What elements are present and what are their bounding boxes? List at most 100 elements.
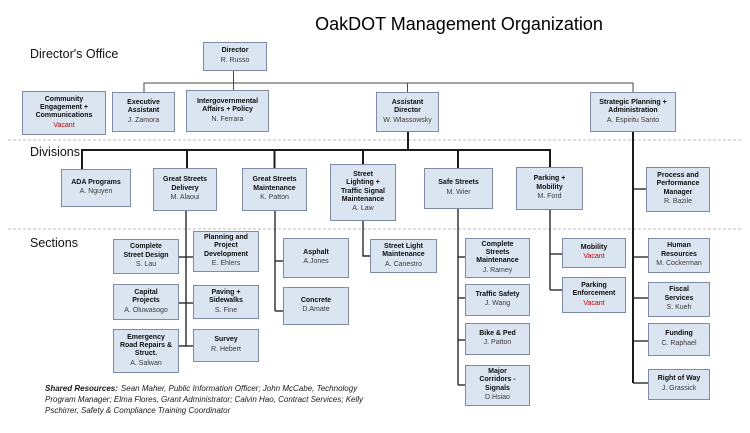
box-person: C. Raphael — [661, 339, 697, 347]
org-box-fiscal-services: Fiscal Services S. Kueh — [648, 282, 710, 317]
org-box-concrete: Concrete D.Amate — [283, 287, 349, 325]
box-person: A. Espiritu Santo — [606, 116, 660, 124]
org-box-complete-streets-maintenance: Complete Streets Maintenance J. Ramey — [465, 238, 530, 278]
box-person: W. Wlassowsky — [383, 116, 432, 124]
org-box-major-corridors-signals: Major Corridors - Signals D.Hsiao — [465, 365, 530, 406]
box-person: M. Cockerman — [656, 260, 702, 268]
box-person: R. Russo — [220, 56, 250, 64]
box-title: Complete Street Design — [123, 243, 169, 259]
org-box-parking-mobility: Parking + Mobility M. Ford — [516, 167, 583, 210]
box-person-vacant: Vacant — [583, 299, 605, 307]
box-title: Director — [221, 47, 249, 55]
shared-resources-text: Sean Maher, Public Information Officer; … — [45, 384, 364, 415]
box-person: J. Ramey — [482, 266, 513, 274]
org-box-paving-sidewalks: Paving + Sidewalks S. Fine — [193, 285, 259, 319]
shared-resources-note: Shared Resources:Sean Maher, Public Info… — [45, 384, 365, 416]
org-box-intergovernmental-affairs: Intergovernmental Affairs + Policy N. Fe… — [186, 90, 269, 132]
box-person: S. Lau — [135, 261, 157, 269]
box-person: M. Ford — [537, 193, 562, 201]
shared-resources-label: Shared Resources: — [45, 384, 118, 393]
box-title: Great Streets Delivery — [163, 176, 207, 192]
box-title: Executive Assistant — [127, 98, 160, 115]
director-office-connectors — [143, 71, 634, 92]
page-title: OakDOT Management Organization — [315, 14, 603, 34]
box-person: S. Kueh — [666, 304, 692, 312]
org-box-executive-assistant: Executive Assistant J. Zamora — [112, 92, 175, 132]
org-box-right-of-way: Right of Way J. Grassick — [648, 369, 710, 400]
org-box-ada-programs: ADA Programs A. Nguyen — [61, 169, 131, 207]
org-box-capital-projects: Capital Projects A. Oluwasogo — [113, 284, 179, 320]
box-title: Planning and Project Development — [204, 234, 248, 258]
box-title: Strategic Planning + Administration — [599, 98, 667, 115]
box-person: E. Ehlers — [211, 260, 241, 268]
box-title: ADA Programs — [71, 178, 121, 186]
org-box-assistant-director: Assistant Director W. Wlassowsky — [376, 92, 439, 132]
org-box-asphalt: Asphalt A.Jones — [283, 238, 349, 278]
box-person: N. Ferrara — [211, 115, 244, 123]
box-person: J. Grassick — [661, 384, 697, 392]
box-person: S. Fine — [214, 306, 238, 314]
box-person: R. Bazile — [663, 198, 692, 206]
org-box-survey: Survey R. Hebert — [193, 329, 259, 362]
box-title: Major Corridors - Signals — [479, 368, 516, 392]
box-title: Survey — [214, 336, 238, 344]
box-title: Safe Streets — [438, 179, 479, 187]
box-person: A. Law — [352, 205, 374, 213]
box-title: Mobility — [580, 243, 608, 251]
box-person: D.Amate — [302, 306, 330, 314]
box-title: Assistant Director — [391, 98, 424, 115]
box-title: Capital Projects — [132, 288, 160, 305]
box-person: J. Wang — [484, 300, 511, 308]
org-box-safe-streets: Safe Streets M. Wier — [424, 168, 493, 209]
box-title: Street Lighting + Traffic Signal Mainten… — [341, 170, 385, 204]
row-label-sections: Sections — [30, 236, 78, 250]
box-person: A. Salwan — [130, 359, 162, 367]
org-box-process-performance-manager: Process and Performance Manager R. Bazil… — [646, 167, 710, 212]
org-box-director: Director R. Russo — [203, 42, 267, 71]
box-title: Parking + Mobility — [533, 175, 566, 191]
row-label-directors-office: Director's Office — [30, 47, 119, 61]
box-title: Human Resources — [661, 242, 697, 258]
box-person: A.Jones — [303, 258, 329, 266]
box-person: J. Patton — [483, 339, 512, 347]
box-title: Complete Streets Maintenance — [476, 240, 519, 265]
box-person-vacant: Vacant — [583, 253, 605, 261]
box-title: Bike & Ped — [479, 329, 516, 337]
org-box-funding: Funding C. Raphael — [648, 323, 710, 356]
box-title: Traffic Safety — [475, 290, 520, 298]
org-box-strategic-planning: Strategic Planning + Administration A. E… — [590, 92, 676, 132]
row-label-divisions: Divisions — [30, 145, 81, 159]
box-person: A. Oluwasogo — [124, 306, 168, 314]
box-title: Community Engagement + Communications — [35, 95, 93, 120]
box-title: Fiscal Services — [664, 286, 694, 302]
box-title: Asphalt — [303, 248, 329, 256]
box-person: A. Nguyen — [79, 188, 113, 196]
box-title: Process and Performance Manager — [656, 172, 700, 196]
org-box-community-engagement: Community Engagement + Communications Va… — [22, 91, 106, 135]
org-box-great-streets-delivery: Great Streets Delivery M. Alaoui — [153, 168, 217, 211]
box-title: Emergency Road Repairs & Struct. — [119, 333, 173, 358]
box-person: J. Zamora — [127, 116, 160, 124]
box-person: M. Wier — [446, 188, 471, 196]
org-box-complete-street-design: Complete Street Design S. Lau — [113, 239, 179, 274]
org-box-street-light-maintenance: Street Light Maintenance A. Canestro — [370, 239, 437, 273]
box-person: D.Hsiao — [485, 394, 510, 402]
org-box-bike-ped: Bike & Ped J. Patton — [465, 323, 530, 355]
box-title: Concrete — [300, 296, 332, 304]
box-person: M. Alaoui — [170, 194, 200, 202]
org-box-great-streets-maintenance: Great Streets Maintenance K. Patton — [242, 168, 307, 211]
org-box-traffic-safety: Traffic Safety J. Wang — [465, 284, 530, 316]
box-person: A. Canestro — [385, 260, 422, 268]
org-box-mobility: Mobility Vacant — [562, 238, 626, 268]
org-box-emergency-road-repairs: Emergency Road Repairs & Struct. A. Salw… — [113, 329, 179, 373]
box-title: Funding — [665, 330, 693, 338]
box-person-vacant: Vacant — [53, 121, 75, 129]
org-box-planning-project-development: Planning and Project Development E. Ehle… — [193, 231, 259, 272]
box-person: K. Patton — [260, 194, 289, 202]
org-box-human-resources: Human Resources M. Cockerman — [648, 238, 710, 273]
box-title: Right of Way — [657, 375, 701, 383]
box-person: R. Hebert — [211, 345, 241, 353]
box-title: Intergovernmental Affairs + Policy — [196, 97, 259, 114]
org-box-street-lighting: Street Lighting + Traffic Signal Mainten… — [330, 164, 396, 221]
